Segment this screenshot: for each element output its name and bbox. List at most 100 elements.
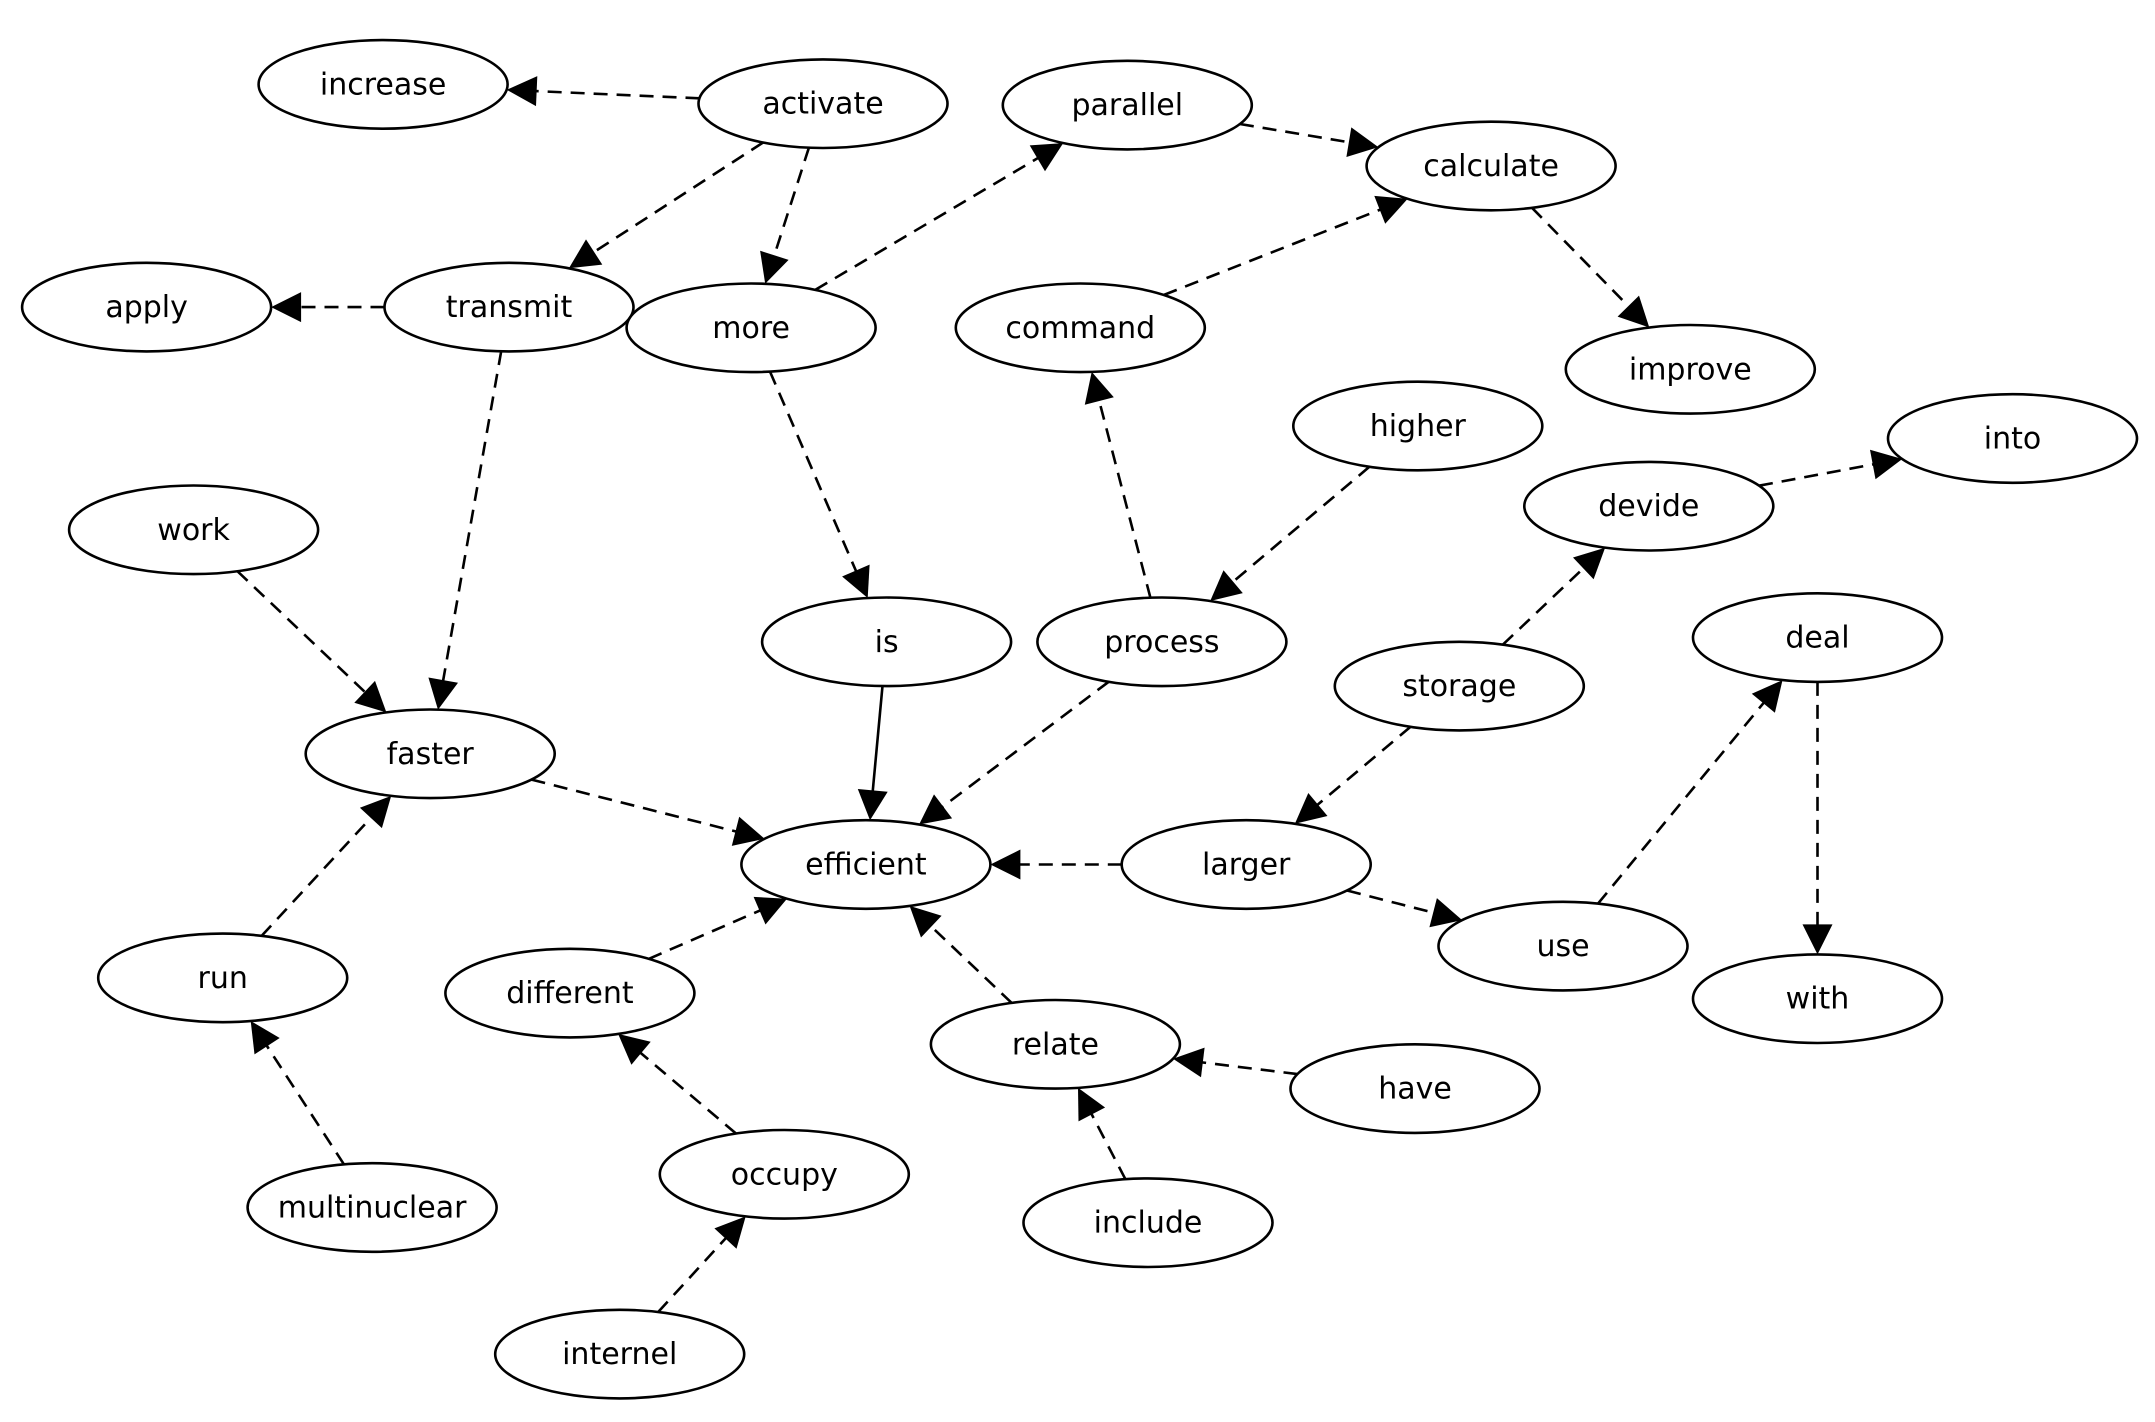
edge-work-to-faster xyxy=(236,570,387,713)
edge-line xyxy=(814,143,1061,292)
arrowhead-icon xyxy=(731,816,765,846)
node-use: use xyxy=(1437,900,1689,992)
arrowhead-icon xyxy=(1374,195,1408,224)
node-ellipse xyxy=(1333,640,1586,732)
edge-line xyxy=(510,88,700,100)
node-apply: apply xyxy=(20,261,273,353)
node-deal: deal xyxy=(1691,591,1944,684)
node-label: apply xyxy=(105,290,188,325)
arrowhead-icon xyxy=(250,1021,280,1055)
node-improve: improve xyxy=(1564,323,1817,415)
edge-line xyxy=(1596,682,1781,905)
node-label: calculate xyxy=(1423,149,1559,184)
node-label: parallel xyxy=(1071,88,1183,123)
arrowhead-icon xyxy=(1210,570,1243,601)
arrowhead-icon xyxy=(568,239,603,269)
node-run: run xyxy=(96,932,349,1024)
node-label: with xyxy=(1786,982,1850,1017)
node-label: process xyxy=(1104,625,1219,660)
node-ellipse xyxy=(67,484,320,576)
node-label: different xyxy=(506,976,634,1011)
edge-multinuclear-to-run xyxy=(250,1021,346,1166)
node-with: with xyxy=(1691,953,1944,1045)
node-ellipse xyxy=(20,261,273,353)
node-include: include xyxy=(1022,1177,1274,1269)
edge-process-to-efficient xyxy=(919,680,1110,825)
node-ellipse xyxy=(1001,59,1254,151)
node-label: is xyxy=(875,625,899,660)
edge-parallel-to-calculate xyxy=(1239,122,1379,157)
node-ellipse xyxy=(760,596,1013,688)
node-activate: activate xyxy=(697,58,949,150)
arrowhead-icon xyxy=(990,849,1021,880)
node-efficient: efficient xyxy=(740,818,992,911)
node-ellipse xyxy=(658,1128,911,1220)
edge-line xyxy=(1163,199,1405,297)
edge-line xyxy=(437,350,503,706)
edge-line xyxy=(260,797,390,937)
arrowhead-icon xyxy=(1294,793,1328,824)
node-ellipse xyxy=(383,261,635,353)
node-ellipse xyxy=(304,708,557,800)
node-label: higher xyxy=(1370,409,1467,444)
node-ellipse xyxy=(1437,900,1689,992)
arrowhead-icon xyxy=(1429,898,1463,928)
node-label: increase xyxy=(320,67,446,102)
edge-line xyxy=(1531,206,1648,326)
arrowhead-icon xyxy=(1573,547,1606,580)
node-label: relate xyxy=(1012,1027,1099,1062)
node-label: run xyxy=(198,961,248,996)
node-ellipse xyxy=(740,818,992,911)
edge-line xyxy=(571,141,764,268)
edge-activate-to-more xyxy=(760,147,811,284)
edge-relate-to-efficient xyxy=(909,905,1013,1004)
edge-transmit-to-faster xyxy=(428,350,503,710)
node-process: process xyxy=(1036,596,1288,688)
arrowhead-icon xyxy=(1617,295,1650,328)
node-calculate: calculate xyxy=(1365,120,1617,212)
node-label: activate xyxy=(762,87,883,122)
node-ellipse xyxy=(246,1161,498,1254)
node-ellipse xyxy=(257,38,509,131)
edge-activate-to-transmit xyxy=(568,141,764,269)
node-label: occupy xyxy=(731,1157,838,1192)
edge-include-to-relate xyxy=(1078,1087,1127,1180)
node-label: work xyxy=(157,513,230,548)
edge-different-to-efficient xyxy=(648,896,787,961)
edge-larger-to-efficient xyxy=(990,849,1122,880)
arrowhead-icon xyxy=(1029,143,1064,172)
arrowhead-icon xyxy=(1173,1047,1205,1078)
node-different: different xyxy=(444,947,696,1039)
edge-internel-to-occupy xyxy=(657,1216,746,1313)
edge-line xyxy=(1091,375,1152,599)
node-label: larger xyxy=(1202,848,1291,883)
node-ellipse xyxy=(1120,818,1372,911)
node-parallel: parallel xyxy=(1001,59,1254,151)
node-ellipse xyxy=(1365,120,1617,212)
edge-line xyxy=(531,778,762,840)
node-label: into xyxy=(1984,422,2041,457)
node-more: more xyxy=(625,282,877,374)
edge-storage-to-larger xyxy=(1294,725,1412,824)
node-label: use xyxy=(1536,929,1589,964)
arrowhead-icon xyxy=(428,677,458,710)
edge-process-to-command xyxy=(1084,371,1152,599)
node-ellipse xyxy=(1523,460,1775,552)
node-internel: internel xyxy=(493,1308,746,1400)
node-label: efficient xyxy=(805,848,927,883)
node-label: more xyxy=(712,311,790,346)
edge-line xyxy=(1212,465,1371,600)
arrowhead-icon xyxy=(1084,371,1114,405)
node-label: command xyxy=(1005,311,1155,346)
node-have: have xyxy=(1289,1042,1541,1135)
node-label: improve xyxy=(1629,352,1752,387)
arrowhead-icon xyxy=(506,76,538,107)
node-ellipse xyxy=(1691,953,1944,1045)
edge-is-to-efficient xyxy=(857,685,888,821)
edge-storage-to-devide xyxy=(1502,547,1606,646)
arrowhead-icon xyxy=(1870,449,1903,480)
edge-activate-to-increase xyxy=(506,76,700,107)
arrowhead-icon xyxy=(753,896,787,925)
